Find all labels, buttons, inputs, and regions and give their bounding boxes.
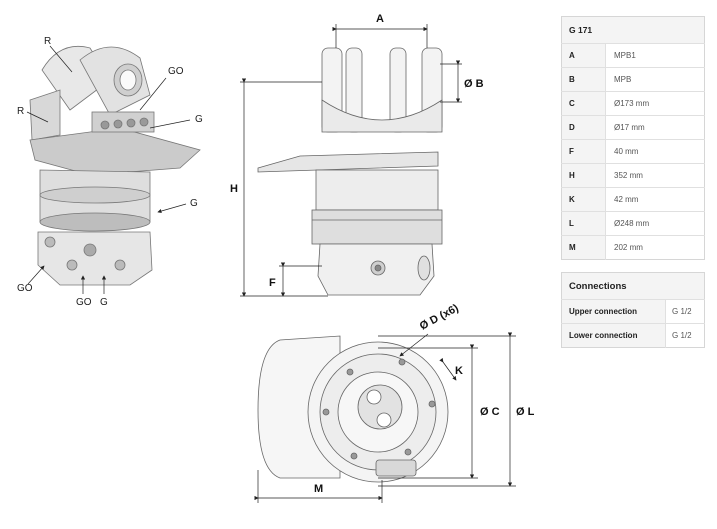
spec-value: 352 mm [605,163,705,188]
dim-label-f: F [269,277,276,289]
dim-label-c: Ø C [480,406,500,418]
spec-value: 40 mm [605,139,705,164]
spec-key: M [561,235,606,260]
spec-value: Ø248 mm [605,211,705,236]
dim-label-d: Ø D (x6) [418,302,461,333]
side-elevation-view [257,47,443,296]
dim-label-m: M [314,483,323,495]
spec-key: B [561,67,606,92]
connection-key: Lower connection [561,323,666,348]
dim-label-h: H [230,183,238,195]
isometric-labels: R R GO G G GO GO G [17,36,203,308]
dim-label-a: A [376,13,384,25]
spec-value: Ø173 mm [605,91,705,116]
isometric-rotator-view [29,45,201,286]
dim-label-l: Ø L [516,406,535,418]
label-go-bottom: GO [76,297,92,308]
label-go-top: GO [168,66,184,77]
spec-key: A [561,43,606,68]
spec-value: 42 mm [605,187,705,212]
dim-label-b: Ø B [464,78,484,90]
connections-table-title: Connections [561,272,705,300]
connection-value: G 1/2 [665,299,705,324]
spec-key: K [561,187,606,212]
label-g-right-mid: G [190,198,198,209]
spec-value: MPB [605,67,705,92]
spec-value: 202 mm [605,235,705,260]
label-r-left: R [17,106,24,117]
spec-key: D [561,115,606,140]
connection-value: G 1/2 [665,323,705,348]
side-dimensions [240,24,462,297]
label-g-bottom: G [100,297,108,308]
dim-label-k: K [455,365,463,377]
label-go-bottom-left: GO [17,283,33,294]
spec-key: L [561,211,606,236]
label-g-right-top: G [195,114,203,125]
spec-key: C [561,91,606,116]
spec-key: H [561,163,606,188]
spec-value: MPB1 [605,43,705,68]
spec-table-title: G 171 [561,16,705,44]
spec-key: F [561,139,606,164]
spec-value: Ø17 mm [605,115,705,140]
plan-view [257,335,449,483]
connection-key: Upper connection [561,299,666,324]
plan-dimensions [254,332,516,503]
label-r-top: R [44,36,51,47]
